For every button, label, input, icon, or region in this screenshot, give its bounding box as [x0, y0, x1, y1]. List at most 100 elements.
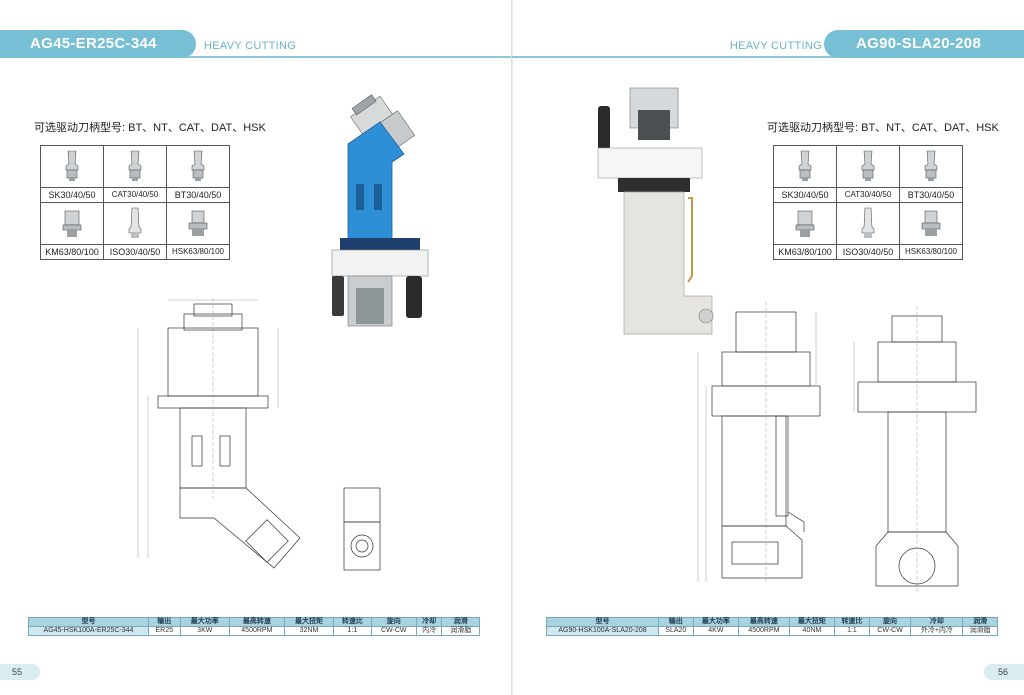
- hsk-shank-icon: [187, 207, 209, 244]
- shank-icon-cell: [836, 202, 900, 245]
- spec-header: 输出: [658, 617, 694, 627]
- shank-label: SK30/40/50: [40, 187, 104, 203]
- spec-header: 润滑: [962, 617, 998, 627]
- shank-icon-cell: [166, 145, 230, 188]
- technical-drawing-side: [853, 306, 977, 592]
- table-row: AG45-HSK100A-ER25C-344 ER25 3KW 4500RPM …: [28, 626, 480, 636]
- spec-table: 型号 输出 最大功率 最高转速 最大扭矩 转速比 旋向 冷却 润滑 AG90-H…: [546, 617, 998, 636]
- cat-shank-icon: [858, 150, 878, 187]
- cat-shank-icon: [125, 150, 145, 187]
- shank-label: CAT30/40/50: [836, 187, 900, 203]
- table-row: AG90-HSK100A-SLA20-208 SLA20 4KW 4500RPM…: [546, 626, 998, 636]
- header-rule: [512, 56, 1024, 58]
- shank-label: HSK63/80/100: [166, 244, 230, 260]
- shank-icon-cell: [103, 145, 167, 188]
- spec-cell: 内冷: [415, 626, 443, 636]
- shank-icon-cell: [899, 202, 963, 245]
- spec-cell: AG45-HSK100A-ER25C-344: [28, 626, 149, 636]
- shank-label: KM63/80/100: [773, 244, 837, 260]
- shank-label: SK30/40/50: [773, 187, 837, 203]
- spec-cell: SLA20: [658, 626, 694, 636]
- spec-header: 型号: [28, 617, 149, 627]
- sk-shank-icon: [62, 150, 82, 187]
- spec-header: 转速比: [834, 617, 870, 627]
- spec-header-row: 型号 输出 最大功率 最高转速 最大扭矩 转速比 旋向 冷却 润滑: [546, 617, 998, 627]
- iso-shank-icon: [125, 207, 145, 244]
- km-shank-icon: [61, 207, 83, 244]
- shank-icon-cell: [773, 202, 837, 245]
- spec-header: 转速比: [333, 617, 372, 627]
- spec-header: 冷却: [910, 617, 964, 627]
- header-subtitle: HEAVY CUTTING: [729, 40, 822, 52]
- spec-cell: AG90-HSK100A-SLA20-208: [546, 626, 659, 636]
- spec-cell: CW-CW: [868, 626, 912, 636]
- page-number: 56: [984, 664, 1024, 680]
- spec-table: 型号 输出 最大功率 最高转速 最大扭矩 转速比 旋向 冷却 润滑 AG45-H…: [28, 617, 480, 636]
- spec-header: 最大功率: [692, 617, 740, 627]
- iso-shank-icon: [858, 207, 878, 244]
- shank-icon-cell: [40, 145, 104, 188]
- page-right: HEAVY CUTTING AG90-SLA20-208 可选驱动刀柄型号: B…: [512, 0, 1024, 695]
- model-title-tab: AG90-SLA20-208: [824, 30, 1024, 58]
- shank-icon-cell: [103, 202, 167, 245]
- hsk-shank-icon: [920, 207, 942, 244]
- spec-cell: ER25: [148, 626, 181, 636]
- shank-icon-cell: [166, 202, 230, 245]
- shank-icon-cell: [40, 202, 104, 245]
- shank-label: ISO30/40/50: [836, 244, 900, 260]
- spec-cell: 3KW: [179, 626, 230, 636]
- header-subtitle: HEAVY CUTTING: [204, 40, 297, 52]
- header-rule: [0, 56, 512, 58]
- spec-header-row: 型号 输出 最大功率 最高转速 最大扭矩 转速比 旋向 冷却 润滑: [28, 617, 480, 627]
- shank-label: BT30/40/50: [166, 187, 230, 203]
- page-number: 55: [0, 664, 40, 680]
- technical-drawing-end-view: [343, 487, 381, 571]
- spec-header: 最高转速: [738, 617, 790, 627]
- spec-cell: 1:1: [834, 626, 870, 636]
- shank-icon-cell: [899, 145, 963, 188]
- sk-shank-icon: [795, 150, 815, 187]
- shank-label: HSK63/80/100: [899, 244, 963, 260]
- spec-cell: 4KW: [692, 626, 740, 636]
- spec-header: 最大扭矩: [788, 617, 836, 627]
- spec-cell: 1:1: [333, 626, 372, 636]
- shank-label: ISO30/40/50: [103, 244, 167, 260]
- page-left: AG45-ER25C-344 HEAVY CUTTING 可选驱动刀柄型号: B…: [0, 30, 512, 680]
- shank-options-label: 可选驱动刀柄型号: BT、NT、CAT、DAT、HSK: [767, 122, 999, 134]
- spec-cell: 4500RPM: [738, 626, 790, 636]
- shank-label: KM63/80/100: [40, 244, 104, 260]
- shank-label: BT30/40/50: [899, 187, 963, 203]
- spec-cell: CW-CW: [370, 626, 417, 636]
- spec-cell: 32NM: [283, 626, 335, 636]
- spec-header: 冷却: [415, 617, 443, 627]
- product-photo-right-angle-head: [597, 87, 714, 335]
- spec-header: 输出: [148, 617, 181, 627]
- header-bar: HEAVY CUTTING AG90-SLA20-208: [512, 30, 1024, 58]
- product-photo-angle-head: [331, 94, 429, 327]
- header-bar: AG45-ER25C-344 HEAVY CUTTING: [0, 30, 512, 58]
- spec-header: 旋向: [868, 617, 912, 627]
- shank-icon-cell: [773, 145, 837, 188]
- spec-cell: 40NM: [788, 626, 836, 636]
- spec-cell: 外冷+内冷: [910, 626, 964, 636]
- spec-header: 最大扭矩: [283, 617, 335, 627]
- spec-cell: 润滑脂: [441, 626, 480, 636]
- shank-icon-cell: [836, 145, 900, 188]
- page-gutter: [511, 0, 513, 695]
- shank-type-grid: SK30/40/50 CAT30/40/50 BT30/40/50 KM63/8…: [773, 145, 963, 260]
- technical-drawing-front: [697, 302, 821, 582]
- spec-cell: 润滑脂: [962, 626, 998, 636]
- bt-shank-icon: [921, 150, 941, 187]
- spec-header: 最高转速: [228, 617, 285, 627]
- technical-drawing-front: [137, 298, 301, 569]
- spec-header: 旋向: [370, 617, 417, 627]
- bt-shank-icon: [188, 150, 208, 187]
- shank-options-label: 可选驱动刀柄型号: BT、NT、CAT、DAT、HSK: [34, 122, 266, 134]
- km-shank-icon: [794, 207, 816, 244]
- shank-label: CAT30/40/50: [103, 187, 167, 203]
- spec-header: 型号: [546, 617, 659, 627]
- model-title-tab: AG45-ER25C-344: [0, 30, 196, 58]
- spec-cell: 4500RPM: [228, 626, 285, 636]
- spec-header: 最大功率: [179, 617, 230, 627]
